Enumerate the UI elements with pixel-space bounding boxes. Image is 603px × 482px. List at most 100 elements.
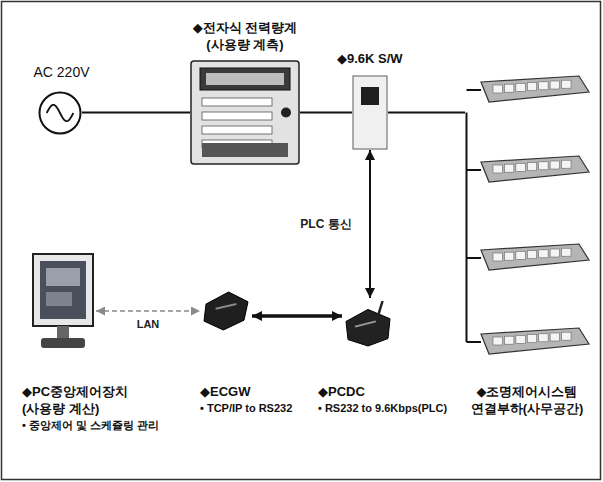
device-caption: AC 220V bbox=[34, 63, 90, 81]
caption-group: ◆9.6K S/W bbox=[337, 51, 403, 68]
lamp-louver bbox=[539, 82, 548, 90]
connector bbox=[388, 112, 465, 114]
power-source: AC 220V bbox=[34, 63, 91, 135]
lamp-louver bbox=[550, 81, 559, 89]
device-caption: ◆조명제어시스템 연결부하(사무공간) bbox=[460, 384, 595, 418]
lamp-louver bbox=[539, 250, 548, 258]
device-caption: ◆ECGW bbox=[200, 384, 292, 401]
sine-wave bbox=[47, 104, 74, 120]
device-antenna bbox=[378, 301, 382, 315]
lamp-louver bbox=[504, 252, 513, 260]
monitor-screen bbox=[40, 261, 86, 319]
lamp-fixture bbox=[481, 244, 589, 270]
lamp-louver bbox=[504, 84, 513, 92]
lamp-branch bbox=[467, 89, 482, 91]
screen-window bbox=[46, 268, 80, 286]
lamp-louver bbox=[527, 163, 536, 171]
device-picture bbox=[30, 252, 96, 352]
monitor-neck bbox=[57, 326, 69, 338]
device-picture bbox=[465, 70, 591, 360]
screen-window bbox=[46, 292, 72, 306]
meter-terminal bbox=[202, 143, 288, 157]
connector bbox=[300, 112, 352, 114]
lamp-louver bbox=[516, 83, 525, 91]
lamp-louver bbox=[527, 251, 536, 259]
caption-group: ◆PCDC• RS232 to 9.6Kbps(PLC) bbox=[318, 384, 447, 415]
converter-device bbox=[346, 309, 390, 346]
device-note: • TCP/IP to RS232 bbox=[200, 401, 292, 415]
connector bbox=[252, 314, 342, 318]
caption-group: ◆조명제어시스템 연결부하(사무공간) bbox=[460, 384, 595, 418]
device-caption: ◆전자식 전력량계 (사용량 계측) bbox=[170, 20, 320, 54]
device-caption: ◆PCDC bbox=[318, 384, 447, 401]
connector-label: LAN bbox=[135, 318, 162, 331]
meter-knob bbox=[281, 108, 291, 118]
lamp-louver bbox=[516, 163, 525, 171]
lamp-louver bbox=[516, 335, 525, 343]
lamp-louver bbox=[550, 161, 559, 169]
gateway-device bbox=[204, 292, 248, 330]
device-picture bbox=[38, 91, 82, 135]
meter-row bbox=[202, 126, 272, 134]
lamp-louver bbox=[562, 332, 571, 340]
lamp-branch bbox=[467, 169, 482, 171]
lamp-louver bbox=[539, 162, 548, 170]
connector bbox=[369, 150, 371, 298]
lamp-louver bbox=[562, 80, 571, 88]
lamp-fixture bbox=[481, 76, 589, 102]
lamp-louver bbox=[504, 164, 513, 172]
pcdc-converter: ◆PCDC• RS232 to 9.6Kbps(PLC) bbox=[318, 298, 448, 416]
device-highlight bbox=[355, 321, 376, 326]
switch-chip bbox=[361, 87, 379, 105]
lamp-louver bbox=[562, 160, 571, 168]
lamp-louver bbox=[527, 335, 536, 343]
watt-hour-meter: ◆전자식 전력량계 (사용량 계측) bbox=[170, 20, 320, 165]
device-picture bbox=[190, 60, 300, 165]
connector bbox=[96, 310, 200, 312]
monitor-frame bbox=[33, 254, 93, 326]
lamp-louver bbox=[516, 251, 525, 259]
pc-controller: ◆PC중앙제어장치 (사용량 계산)• 중앙제어 및 스케쥴링 관리 bbox=[22, 252, 172, 433]
lamp-louver bbox=[527, 83, 536, 91]
lamp-load-group: ◆조명제어시스템 연결부하(사무공간) bbox=[460, 70, 595, 418]
lamp-louver bbox=[550, 249, 559, 257]
connector-label: PLC 통신 bbox=[298, 217, 353, 231]
meter-display bbox=[200, 68, 290, 90]
switch-body bbox=[353, 76, 387, 149]
meter-row bbox=[202, 98, 272, 106]
monitor-base bbox=[41, 338, 85, 348]
lamp-louver bbox=[493, 337, 502, 345]
device-caption: ◆9.6K S/W bbox=[337, 51, 403, 68]
lamp-louver bbox=[562, 248, 571, 256]
lamp-louver bbox=[493, 85, 502, 93]
switch-box: ◆9.6K S/W bbox=[337, 51, 403, 150]
device-note: • RS232 to 9.6Kbps(PLC) bbox=[318, 401, 447, 415]
lamp-louver bbox=[493, 165, 502, 173]
caption-group: ◆PC중앙제어장치 (사용량 계산)• 중앙제어 및 스케쥴링 관리 bbox=[22, 384, 172, 432]
lamp-fixture bbox=[481, 156, 589, 182]
source-circle bbox=[40, 92, 81, 133]
caption-group: AC 220V bbox=[34, 63, 90, 81]
ecgw-gateway: ◆ECGW• TCP/IP to RS232 bbox=[200, 288, 293, 416]
connector bbox=[82, 112, 190, 114]
caption-group: ◆ECGW• TCP/IP to RS232 bbox=[200, 384, 292, 415]
device-picture bbox=[342, 298, 394, 350]
lamp-fixture bbox=[481, 328, 589, 354]
device-caption: ◆PC중앙제어장치 (사용량 계산) bbox=[22, 384, 172, 418]
lamp-branch bbox=[467, 257, 482, 259]
lamp-louver bbox=[504, 336, 513, 344]
device-note: • 중앙제어 및 스케쥴링 관리 bbox=[22, 418, 172, 432]
meter-digits bbox=[206, 73, 284, 85]
caption-group: ◆전자식 전력량계 (사용량 계측) bbox=[170, 20, 320, 54]
meter-body bbox=[191, 61, 299, 164]
lamp-branch bbox=[467, 341, 482, 343]
device-picture bbox=[200, 288, 252, 334]
device-picture bbox=[352, 75, 388, 150]
lamp-bus bbox=[466, 113, 468, 343]
lamp-louver bbox=[550, 333, 559, 341]
lamp-louver bbox=[493, 253, 502, 261]
lamp-louver bbox=[539, 334, 548, 342]
device-highlight bbox=[216, 304, 237, 309]
meter-row bbox=[202, 112, 272, 120]
